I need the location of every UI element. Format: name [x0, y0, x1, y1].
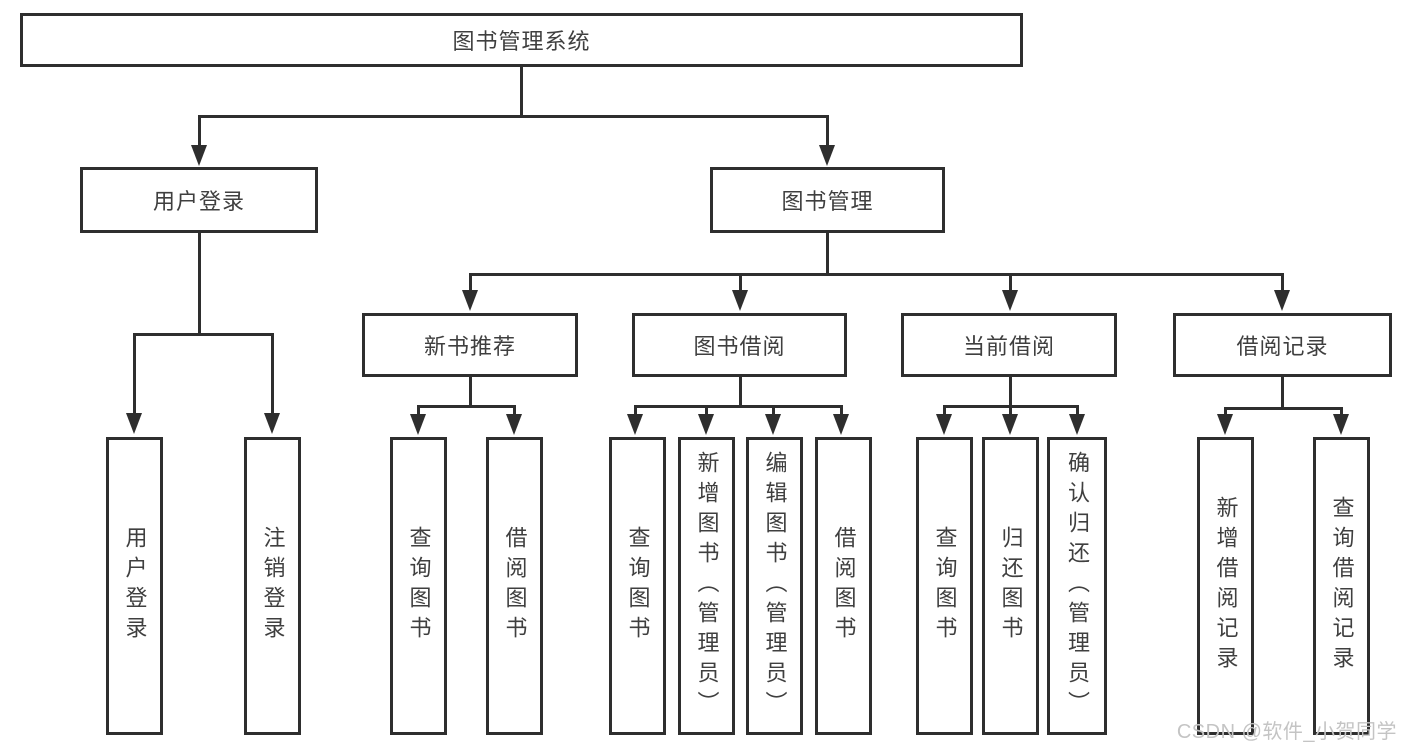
leaf-logout: 注销登录 — [244, 437, 301, 735]
leaf-borrow-books: 借阅图书 — [815, 437, 872, 735]
arrow-down-icon — [506, 414, 522, 435]
arrow-down-icon — [410, 414, 426, 435]
connector-line — [1224, 407, 1343, 410]
connector-line — [1340, 409, 1343, 416]
node-borrowing-records: 借阅记录 — [1173, 313, 1392, 377]
leaf-confirm-return-admin: 确认归还（管理员） — [1047, 437, 1107, 735]
connector-line — [1008, 377, 1012, 406]
leaf-add-books-admin: 新增图书（管理员） — [678, 437, 735, 735]
connector-line — [197, 118, 201, 149]
arrow-down-icon — [264, 413, 280, 434]
leaf-label: 归还图书 — [998, 526, 1024, 646]
node-new-book-recommendation: 新书推荐 — [362, 313, 578, 377]
node-book-borrowing: 图书借阅 — [632, 313, 847, 377]
connector-line — [271, 336, 274, 415]
arrow-down-icon — [190, 145, 207, 166]
leaf-label: 用户登录 — [122, 526, 148, 646]
leaf-return-books: 归还图书 — [982, 437, 1039, 735]
arrow-down-icon — [1217, 414, 1233, 435]
connector-line — [468, 377, 472, 406]
connector-line — [468, 276, 472, 293]
leaf-query-books-borrow: 查询图书 — [609, 437, 666, 735]
connector-line — [468, 273, 1284, 276]
node-label: 图书管理 — [781, 189, 874, 214]
connector-line — [738, 377, 742, 406]
node-current-borrowing: 当前借阅 — [901, 313, 1117, 377]
connector-line — [1009, 407, 1012, 416]
connector-line — [513, 407, 516, 416]
connector-line — [738, 276, 742, 293]
leaf-edit-books-admin: 编辑图书（管理员） — [746, 437, 803, 735]
leaf-query-books-current: 查询图书 — [916, 437, 973, 735]
node-label: 图书管理系统 — [452, 29, 591, 54]
node-label: 用户登录 — [152, 189, 245, 214]
leaf-label: 查询图书 — [625, 526, 651, 646]
connector-line — [826, 118, 829, 149]
leaf-label: 编辑图书（管理员） — [762, 451, 788, 721]
arrow-down-icon — [1002, 414, 1018, 435]
node-label: 当前借阅 — [962, 334, 1055, 359]
node-user-login: 用户登录 — [80, 167, 318, 233]
leaf-label: 借阅图书 — [831, 526, 857, 646]
connector-line — [1224, 409, 1227, 416]
leaf-user-login: 用户登录 — [106, 437, 163, 735]
connector-line — [943, 407, 946, 416]
connector-line — [133, 336, 136, 415]
node-label: 图书借阅 — [693, 334, 786, 359]
connector-line — [634, 407, 637, 416]
arrow-down-icon — [627, 414, 643, 435]
connector-line — [519, 65, 523, 118]
leaf-label: 查询图书 — [406, 526, 432, 646]
connector-line — [840, 407, 843, 416]
arrow-down-icon — [1068, 414, 1085, 435]
leaf-borrow-books-recommend: 借阅图书 — [486, 437, 543, 735]
leaf-label: 注销登录 — [260, 526, 286, 646]
connector-line — [197, 232, 201, 336]
arrow-down-icon — [1001, 290, 1018, 311]
arrow-down-icon — [833, 414, 849, 435]
connector-line — [826, 232, 829, 276]
leaf-query-books-recommend: 查询图书 — [390, 437, 447, 735]
connector-line — [1281, 377, 1284, 408]
connector-line — [705, 407, 708, 416]
connector-line — [1008, 276, 1012, 293]
arrow-down-icon — [1274, 290, 1290, 311]
arrow-down-icon — [698, 414, 714, 435]
arrow-down-icon — [936, 414, 952, 435]
leaf-label: 查询图书 — [932, 526, 958, 646]
arrow-down-icon — [765, 414, 781, 435]
connector-line — [634, 405, 843, 408]
connector-line — [198, 115, 829, 118]
arrow-down-icon — [461, 290, 478, 311]
connector-line — [1281, 276, 1284, 293]
leaf-label: 借阅图书 — [502, 526, 528, 646]
node-library-management-system: 图书管理系统 — [20, 13, 1023, 67]
leaf-add-borrow-record: 新增借阅记录 — [1197, 437, 1254, 735]
arrow-down-icon — [126, 413, 142, 434]
node-book-management: 图书管理 — [710, 167, 945, 233]
connector-line — [772, 407, 775, 416]
leaf-label: 查询借阅记录 — [1329, 496, 1355, 676]
watermark: CSDN @软件_小贺同学 — [1176, 721, 1397, 743]
leaf-label: 新增借阅记录 — [1213, 496, 1239, 676]
connector-line — [133, 333, 274, 336]
leaf-label: 新增图书（管理员） — [694, 451, 720, 721]
arrow-down-icon — [819, 145, 835, 166]
connector-line — [417, 405, 516, 408]
arrow-down-icon — [731, 290, 748, 311]
arrow-down-icon — [1333, 414, 1349, 435]
connector-line — [1075, 407, 1079, 416]
node-label: 新书推荐 — [423, 334, 516, 359]
connector-line — [943, 405, 1079, 408]
leaf-label: 确认归还（管理员） — [1065, 451, 1090, 721]
leaf-query-borrow-record: 查询借阅记录 — [1313, 437, 1370, 735]
connector-line — [417, 407, 420, 416]
node-label: 借阅记录 — [1236, 334, 1329, 359]
